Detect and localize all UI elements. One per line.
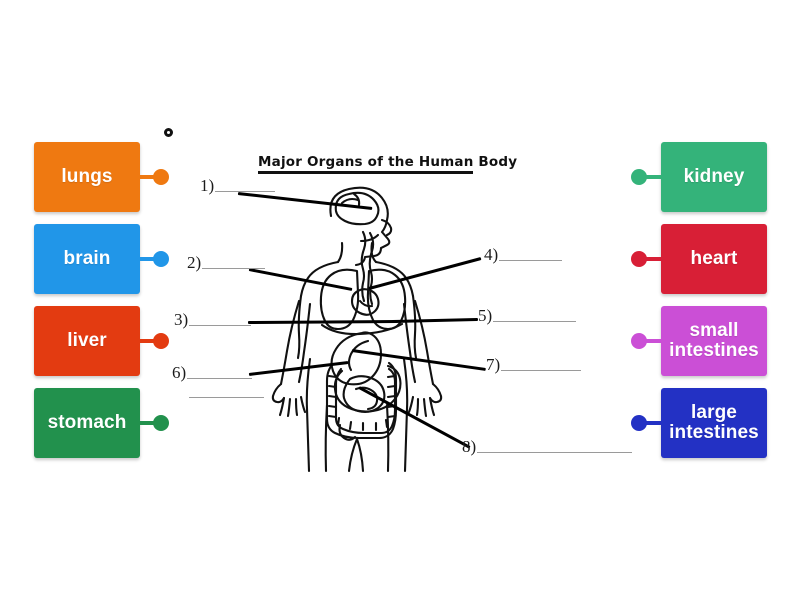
blank-rule (499, 259, 563, 261)
blank-number: 6) (172, 363, 187, 382)
label-tile-text: small intestines (669, 320, 759, 361)
label-tile-text: liver (67, 330, 107, 351)
blank-6[interactable]: 6) (172, 363, 253, 382)
blank-rule (187, 377, 253, 379)
blank-number: 8) (462, 437, 477, 456)
connector-stem (139, 339, 157, 343)
blank-4[interactable]: 4) (484, 245, 563, 264)
blank-1[interactable]: 1) (200, 176, 276, 195)
connector-stem (643, 175, 661, 179)
label-tile-large-intestines[interactable]: large intestines (661, 388, 767, 458)
blank-rule (493, 320, 577, 322)
blank-number: 4) (484, 245, 499, 264)
blank-rule (189, 324, 252, 326)
label-tile-text: kidney (683, 166, 745, 187)
connector-lungs (139, 166, 173, 188)
label-tile-text: large intestines (669, 402, 759, 443)
blank-unnumbered[interactable] (188, 397, 264, 400)
blank-number: 2) (187, 253, 202, 272)
blank-rule (202, 267, 266, 269)
connector-stem (139, 421, 157, 425)
connector-dot[interactable] (153, 169, 169, 185)
blank-5[interactable]: 5) (478, 306, 577, 325)
connector-stomach (139, 412, 173, 434)
connector-stem (643, 257, 661, 261)
connector-stem (139, 257, 157, 261)
label-tile-text: brain (63, 248, 111, 269)
connector-dot[interactable] (153, 415, 169, 431)
label-tile-text: stomach (47, 412, 127, 433)
blank-7[interactable]: 7) (486, 355, 582, 374)
label-tile-lungs[interactable]: lungs (34, 142, 140, 212)
label-tile-small-intestines[interactable]: small intestines (661, 306, 767, 376)
connector-dot[interactable] (153, 251, 169, 267)
label-tile-text: lungs (61, 166, 113, 187)
blank-number: 1) (200, 176, 215, 195)
blank-rule (215, 190, 276, 192)
blank-number: 3) (174, 310, 189, 329)
label-tile-liver[interactable]: liver (34, 306, 140, 376)
blank-2[interactable]: 2) (187, 253, 266, 272)
blank-number: 5) (478, 306, 493, 325)
label-tile-kidney[interactable]: kidney (661, 142, 767, 212)
blank-number: 7) (486, 355, 501, 374)
blank-3[interactable]: 3) (174, 310, 252, 329)
connector-stem (643, 421, 661, 425)
connector-stem (139, 175, 157, 179)
connector-liver (139, 330, 173, 352)
blank-rule (501, 369, 582, 371)
ring-marker-icon (164, 128, 173, 137)
worksheet-title-underline (258, 171, 473, 174)
blank-rule (189, 397, 264, 399)
label-tile-brain[interactable]: brain (34, 224, 140, 294)
label-tile-text: heart (690, 248, 738, 269)
blank-8[interactable]: 8) (462, 437, 633, 456)
connector-brain (139, 248, 173, 270)
connector-stem (643, 339, 661, 343)
label-tile-heart[interactable]: heart (661, 224, 767, 294)
worksheet-title: Major Organs of the Human Body (258, 154, 518, 170)
connector-dot[interactable] (153, 333, 169, 349)
label-tile-stomach[interactable]: stomach (34, 388, 140, 458)
blank-rule (477, 451, 633, 453)
